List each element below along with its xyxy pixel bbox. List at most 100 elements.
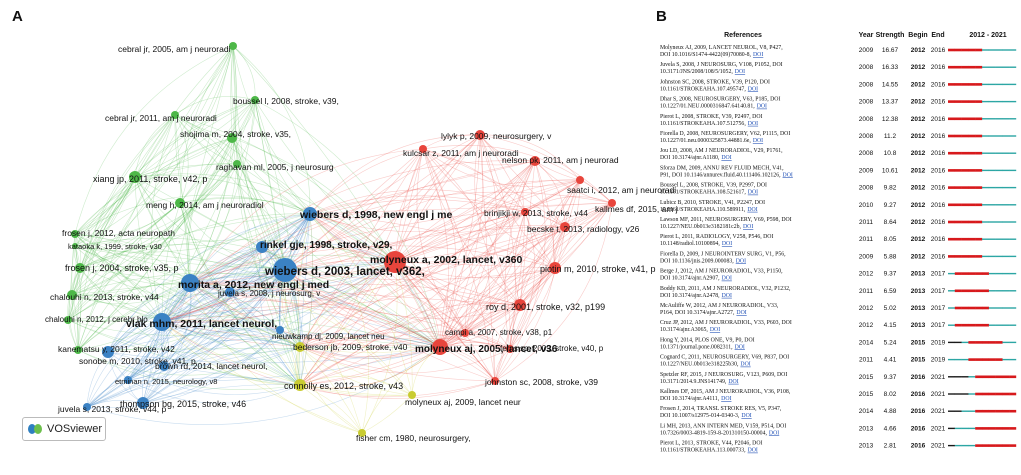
burst-timeline-segment [975, 186, 983, 189]
burst-doi-link[interactable]: DOI [741, 413, 751, 419]
network-edge [394, 211, 526, 263]
network-edge [142, 333, 441, 404]
network-node [475, 130, 485, 140]
network-edge [284, 134, 481, 271]
network-edge [232, 45, 256, 101]
burst-doi-link[interactable]: DOI [736, 258, 746, 264]
network-edge [86, 365, 165, 408]
burst-ref-line1: Juvela S, 2008, J NEUROSURG, V108, P1052… [660, 62, 783, 68]
burst-end: 2021 [931, 408, 946, 415]
network-edge [524, 179, 581, 213]
network-node-label: frosen j, 2012, acta neuropath [62, 228, 175, 238]
burst-year: 2012 [859, 322, 874, 329]
network-edge [361, 346, 441, 434]
burst-timeline-segment [982, 118, 989, 120]
network-edge [74, 213, 311, 253]
burst-timeline-segment [968, 289, 976, 293]
network-edge [74, 176, 136, 247]
burst-ref-line1: Li MH, 2013, ANN INTERN MED, V159, P514,… [660, 423, 786, 429]
burst-timeline-segment [1009, 83, 1017, 86]
burst-doi-link[interactable]: DOI [743, 224, 753, 230]
burst-doi-link[interactable]: DOI [748, 86, 758, 92]
network-edge [174, 114, 396, 263]
network-edge [179, 198, 396, 263]
burst-timeline-segment [988, 83, 996, 86]
burst-doi-link[interactable]: DOI [722, 276, 732, 282]
burst-timeline-segment [1002, 83, 1010, 86]
burst-doi-link[interactable]: DOI [722, 241, 732, 247]
burst-timeline-segment [982, 238, 989, 240]
burst-ref-line1: Jou LD, 2008, AM J NEURORADIOL, V29, P17… [660, 148, 783, 154]
burst-year: 2008 [859, 150, 874, 157]
network-node-label: molyneux aj, 2005, lancet, v36 [415, 344, 558, 355]
burst-doi-link[interactable]: DOI [721, 155, 731, 161]
burst-doi-link[interactable]: DOI [748, 190, 758, 196]
network-edge [464, 332, 496, 382]
network-edge [67, 319, 301, 386]
burst-timeline-segment [1009, 358, 1017, 361]
burst-timeline-segment [1009, 118, 1017, 120]
burst-doi-link[interactable]: DOI [748, 448, 758, 454]
burst-doi-link[interactable]: DOI [736, 310, 746, 316]
network-edge [189, 134, 481, 284]
burst-timeline-segment [988, 221, 996, 223]
network-edge [174, 45, 234, 116]
network-node [295, 342, 305, 352]
burst-ref-line2: 10.1227/01.neu.0000325873.44881.6e, [660, 138, 751, 144]
burst-doi-link[interactable]: DOI [757, 104, 767, 110]
burst-doi-link[interactable]: DOI [753, 138, 763, 144]
network-edge [189, 226, 566, 305]
network-edge [439, 226, 566, 348]
burst-doi-link[interactable]: DOI [740, 362, 750, 368]
network-edge [189, 282, 301, 348]
burst-timeline-segment [975, 151, 983, 155]
burst-strength: 16.33 [882, 64, 899, 71]
burst-doi-link[interactable]: DOI [747, 207, 757, 213]
burst-timeline-segment [968, 255, 976, 258]
burst-timeline-segment [1009, 392, 1017, 396]
network-edge [174, 114, 311, 215]
network-edge [71, 269, 286, 296]
burst-end: 2017 [931, 271, 946, 278]
burst-doi-link[interactable]: DOI [728, 379, 738, 385]
network-edge [71, 233, 77, 296]
burst-doi-link[interactable]: DOI [710, 327, 720, 333]
burst-timeline-segment [1002, 152, 1010, 154]
network-edge [134, 175, 311, 215]
burst-timeline-segment [968, 341, 976, 344]
burst-ref-line2: P91, DOI 10.1146/annurev.fluid.40.111406… [660, 171, 781, 178]
network-edge [299, 346, 511, 374]
network-edge [163, 213, 311, 367]
network-node-label: boussel l, 2008, stroke, v39, [233, 96, 339, 106]
network-edge [189, 282, 363, 434]
network-edge [161, 269, 286, 323]
network-edge [231, 137, 301, 386]
network-edge [519, 160, 536, 306]
burst-timeline-segment [982, 66, 989, 68]
burst-strength: 8.02 [884, 391, 897, 398]
network-edge [174, 114, 233, 139]
burst-timeline-segment [982, 255, 989, 258]
burst-timeline-segment [948, 255, 955, 258]
network-edge [86, 376, 301, 408]
burst-timeline-segment [968, 100, 976, 103]
burst-doi-link[interactable]: DOI [783, 172, 793, 178]
burst-timeline-segment [954, 186, 962, 189]
network-edge [479, 134, 613, 204]
burst-doi-link[interactable]: DOI [721, 396, 731, 402]
burst-doi-link[interactable]: DOI [722, 293, 732, 299]
network-edge [519, 179, 581, 306]
burst-end: 2016 [931, 167, 946, 174]
network-edge [299, 213, 314, 386]
burst-timeline-segment [988, 375, 996, 379]
burst-doi-link[interactable]: DOI [735, 344, 745, 350]
burst-doi-link[interactable]: DOI [753, 52, 763, 58]
burst-row: Molyneux AJ, 2009, LANCET NEUROL, V8, P4… [660, 45, 1017, 58]
network-edge [299, 346, 441, 389]
burst-doi-link[interactable]: DOI [769, 430, 779, 436]
burst-doi-link[interactable]: DOI [748, 121, 758, 127]
burst-timeline-segment [954, 289, 962, 293]
network-edge [107, 213, 311, 353]
burst-doi-link[interactable]: DOI [735, 69, 745, 75]
network-edge [77, 45, 234, 351]
